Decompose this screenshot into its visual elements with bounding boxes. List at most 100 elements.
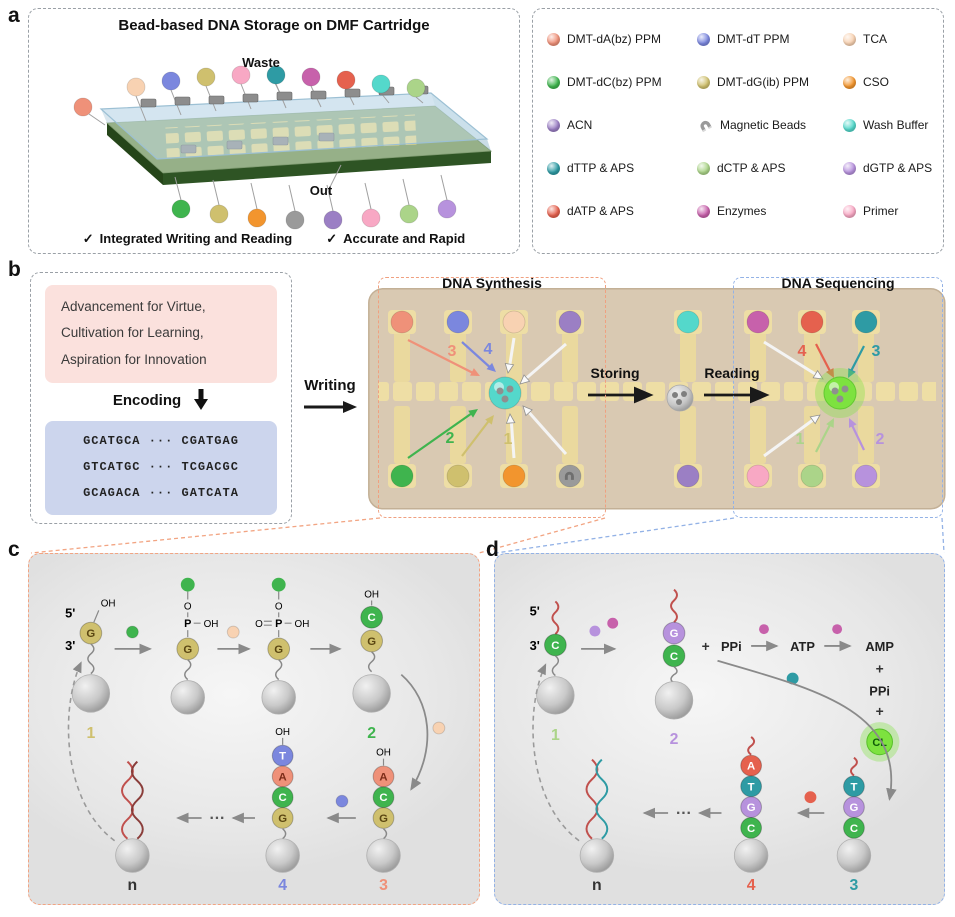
ppi-label: PPi bbox=[869, 683, 890, 698]
svg-text:C: C bbox=[747, 823, 755, 835]
bead bbox=[399, 204, 419, 224]
plus-sign: + bbox=[876, 661, 884, 677]
svg-text:G: G bbox=[670, 628, 679, 640]
legend-label: dATP & APS bbox=[567, 204, 634, 218]
seq-stack-4: A T G C 4 bbox=[733, 736, 769, 894]
syn-step-4: 4 bbox=[484, 341, 493, 358]
dmf-device: 3 4 2 1 4 3 1 2 Storing Reading bbox=[368, 288, 946, 510]
syn-step-1: 1 bbox=[504, 431, 513, 448]
step-1-label: 1 bbox=[551, 727, 560, 744]
sequencing-droplet bbox=[815, 368, 865, 418]
synthesis-arrows bbox=[407, 339, 496, 459]
arrow-step-4 bbox=[815, 343, 834, 378]
syn-structure-1: 5' OH G 3' 1 bbox=[65, 598, 115, 741]
dna-strand-2 bbox=[595, 758, 609, 840]
message-line-1: Advancement for Virtue, bbox=[61, 299, 206, 314]
datp-dot bbox=[804, 791, 817, 804]
sequence-card: GCATGCA ··· CGATGAG GTCATGC ··· TCGACGC … bbox=[45, 421, 277, 515]
panel-b-label: b bbox=[8, 258, 21, 281]
bead-dctp bbox=[800, 464, 824, 488]
writing-arrow-icon bbox=[304, 401, 357, 413]
step-n-label: n bbox=[128, 877, 138, 894]
bead-wash-buffer bbox=[676, 310, 700, 334]
panel-a-label: a bbox=[8, 4, 20, 27]
panel-c-label: c bbox=[8, 538, 20, 561]
magnetic-bead bbox=[366, 838, 401, 873]
down-arrow-icon bbox=[194, 389, 209, 410]
svg-text:T: T bbox=[279, 751, 286, 763]
magnetic-bead bbox=[115, 838, 150, 873]
legend-item: CSO bbox=[843, 61, 937, 104]
magnetic-bead bbox=[579, 838, 615, 873]
bead-cso bbox=[502, 464, 526, 488]
bead-enzymes bbox=[746, 310, 770, 334]
legend-label: ACN bbox=[567, 118, 593, 132]
bead-primer bbox=[746, 464, 770, 488]
white-arrow bbox=[522, 405, 568, 455]
legend-label: Wash Buffer bbox=[863, 118, 929, 132]
reagent-dot bbox=[547, 32, 560, 46]
reading-label: Reading bbox=[704, 365, 759, 381]
seq-step-2: 2 bbox=[876, 431, 885, 448]
legend-item: Primer bbox=[843, 190, 937, 233]
legend-item: DMT-dC(bz) PPM bbox=[547, 61, 697, 104]
nucleotide-c bbox=[843, 816, 865, 839]
reagent-dot bbox=[697, 204, 710, 218]
white-arrow bbox=[505, 413, 516, 459]
svg-text:G: G bbox=[747, 802, 756, 814]
legend-label: dGTP & APS bbox=[863, 161, 933, 175]
bead bbox=[361, 208, 381, 228]
syn-structure-2: O P OH G bbox=[170, 577, 219, 715]
svg-text:T: T bbox=[748, 781, 755, 793]
legend-label: DMT-dG(ib) PPM bbox=[717, 75, 810, 89]
syn-structure-4: OH C G 2 bbox=[352, 590, 391, 742]
dttp-dot bbox=[786, 672, 799, 685]
legend-grid: DMT-dA(bz) PPM DMT-dT PPM TCA DMT-dC(bz)… bbox=[533, 9, 943, 237]
syn-step-2: 2 bbox=[446, 430, 455, 447]
encoding-row: Encoding bbox=[31, 389, 291, 411]
svg-text:OH: OH bbox=[295, 619, 310, 630]
storing-label: Storing bbox=[591, 365, 640, 381]
legend-label: DMT-dC(bz) PPM bbox=[567, 75, 662, 89]
panel-a-title: Bead-based DNA Storage on DMF Cartridge bbox=[118, 17, 430, 34]
svg-text:P: P bbox=[275, 618, 282, 630]
step-3-label: 3 bbox=[850, 877, 859, 894]
linker bbox=[87, 643, 95, 675]
legend-label: Magnetic Beads bbox=[720, 118, 807, 132]
sequence-line-2: GTCATGC ··· TCGACGC bbox=[83, 459, 239, 474]
arrow-step-3 bbox=[407, 339, 480, 376]
monomer-dot bbox=[180, 577, 195, 592]
reagent-dot bbox=[547, 75, 560, 89]
svg-text:C: C bbox=[670, 651, 678, 663]
bead bbox=[336, 70, 356, 90]
bead-magnetic bbox=[558, 464, 582, 488]
panel-a-features: ✓Integrated Writing and Reading ✓Accurat… bbox=[29, 231, 519, 247]
feature-check-2: ✓Accurate and Rapid bbox=[326, 231, 466, 246]
bead bbox=[301, 67, 321, 87]
step-2-label: 2 bbox=[670, 731, 679, 748]
bead bbox=[266, 65, 286, 85]
sequence-line-3: GCAGACA ··· GATCATA bbox=[83, 485, 239, 500]
magnetic-bead bbox=[654, 681, 694, 720]
waste-label: Waste bbox=[242, 55, 280, 70]
magnetic-bead bbox=[170, 680, 205, 715]
svg-text:OH: OH bbox=[204, 619, 219, 630]
bead bbox=[196, 67, 216, 87]
svg-text:O: O bbox=[255, 619, 263, 630]
template-strand bbox=[670, 588, 678, 623]
syn-step-3: 3 bbox=[448, 343, 457, 360]
chips-lower bbox=[180, 132, 335, 154]
three-prime-label: 3' bbox=[65, 638, 75, 653]
dmt-dt-dot bbox=[335, 794, 349, 808]
seq-step-3: 3 bbox=[872, 343, 881, 360]
sequencing-cycle-diagram: 5' C 3' 1 G C bbox=[530, 588, 900, 894]
reservoir-beads bbox=[390, 310, 878, 488]
feature-check-1: ✓Integrated Writing and Reading bbox=[82, 231, 293, 246]
plus-sign: + bbox=[702, 638, 710, 654]
arrow-step-4 bbox=[461, 341, 496, 372]
seq-step-1: 1 bbox=[796, 431, 805, 448]
syn-curve-arrow bbox=[400, 673, 446, 791]
enzyme-dot bbox=[759, 624, 769, 635]
bead bbox=[161, 71, 181, 91]
svg-text:G: G bbox=[278, 813, 287, 825]
